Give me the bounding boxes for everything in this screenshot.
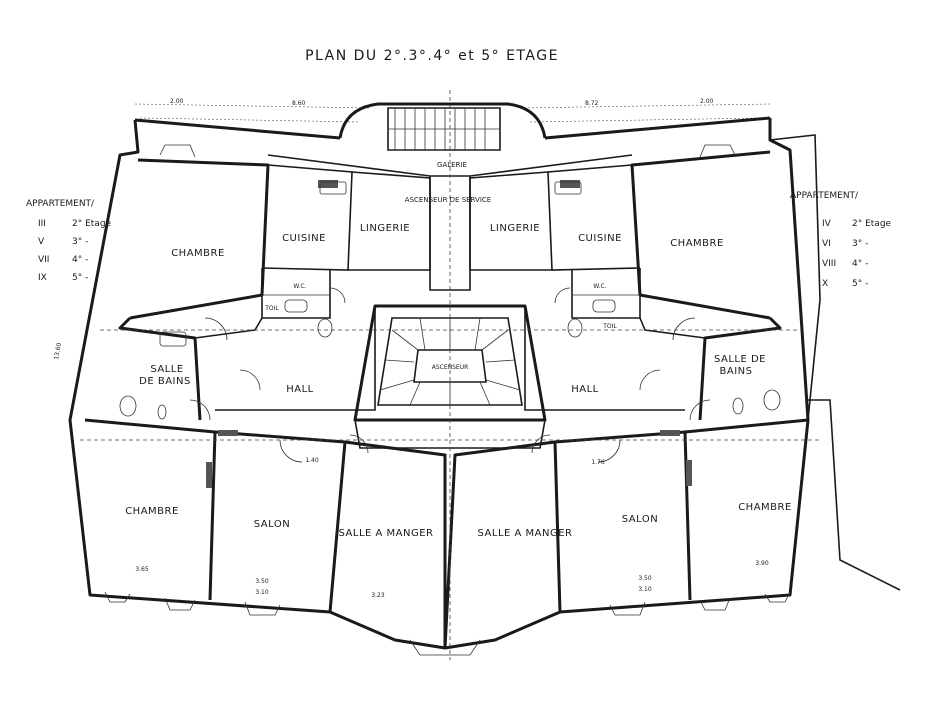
dim-sam-left-w: 3.23: [371, 592, 385, 599]
dim-hall-left-w: 1.40: [305, 457, 319, 464]
right-legend-num-1: IV: [822, 219, 832, 229]
dim-left-height: 13.60: [53, 342, 63, 360]
galerie-label: GALERIE: [437, 161, 467, 169]
right-toil-label: TOIL: [602, 323, 617, 330]
radiator-hatches: [206, 180, 692, 488]
dim-salon-right-b: 3.10: [638, 586, 652, 593]
left-wc-label: W.C.: [293, 283, 306, 290]
dim-chambre-left-w: 3.65: [135, 566, 149, 573]
right-room-labels: CHAMBRE CUISINE LINGERIE W.C. TOIL SALLE…: [478, 223, 792, 539]
ascenseur-service-label: ASCENSEUR DE SERVICE: [405, 196, 491, 204]
left-apartment-legend: APPARTEMENT/ III 2° Etage V 3° - VII 4° …: [26, 199, 112, 283]
right-legend-floor-1: 2° Etage: [852, 219, 892, 229]
left-legend-num-2: V: [38, 237, 45, 247]
left-hall-label: HALL: [286, 384, 314, 395]
dim-top-left-a: 2.00: [170, 98, 184, 105]
door-swings: [189, 287, 711, 463]
right-chambre-top-label: CHAMBRE: [670, 238, 724, 249]
top-dimension-lines: 2.00 8.60 8.72 2.00: [134, 98, 771, 123]
left-salle-a-manger-label: SALLE A MANGER: [339, 528, 434, 539]
right-legend-num-4: X: [822, 279, 828, 289]
dim-salon-left-a: 3.50: [255, 578, 269, 585]
left-legend-floor-1: 2° Etage: [72, 219, 112, 229]
left-chambre-bottom-label: CHAMBRE: [125, 506, 179, 517]
right-hall-label: HALL: [571, 384, 599, 395]
right-wc-label: W.C.: [593, 283, 606, 290]
facade-windows: [104, 144, 791, 656]
sanitary-fixtures: [119, 181, 781, 420]
left-room-labels: ASCENSEUR DE SERVICE CHAMBRE CUISINE LIN…: [125, 196, 491, 539]
left-legend-floor-2: 3° -: [72, 237, 88, 247]
dim-chambre-right-w: 3.90: [755, 560, 769, 567]
right-legend-num-2: VI: [822, 239, 831, 249]
left-legend-floor-4: 5° -: [72, 273, 88, 283]
dim-top-right-b: 2.00: [700, 98, 714, 105]
right-lingerie-label: LINGERIE: [490, 223, 540, 234]
right-apartment-legend: APPARTEMENT/ IV 2° Etage VI 3° - VIII 4°…: [790, 191, 892, 289]
right-salon-label: SALON: [622, 514, 658, 525]
plan-title: PLAN DU 2°.3°.4° et 5° ETAGE: [305, 48, 559, 64]
dim-salon-left-b: 3.10: [255, 589, 269, 596]
dim-top-left-b: 8.60: [292, 100, 306, 107]
dim-salon-right-a: 3.50: [638, 575, 652, 582]
dim-hall-right-w: 1.76: [591, 459, 605, 466]
left-legend-num-1: III: [38, 219, 46, 229]
right-legend-num-3: VIII: [822, 259, 836, 269]
left-salle-label: SALLE: [150, 364, 183, 375]
right-salle-a-manger-label: SALLE A MANGER: [478, 528, 573, 539]
dimension-labels: 13.60 3.50 3.10 3.50 3.10 3.65 3.90 3.23…: [53, 342, 769, 599]
left-legend-num-4: IX: [38, 273, 47, 283]
right-bains-label: BAINS: [720, 366, 753, 377]
left-legend-heading: APPARTEMENT/: [26, 199, 95, 209]
interior-walls: ASCENSEUR: [80, 90, 820, 660]
left-cuisine-label: CUISINE: [282, 233, 326, 244]
right-chambre-bottom-label: CHAMBRE: [738, 502, 792, 513]
left-chambre-top-label: CHAMBRE: [171, 248, 225, 259]
right-legend-floor-3: 4° -: [852, 259, 868, 269]
left-legend-floor-3: 4° -: [72, 255, 88, 265]
left-legend-num-3: VII: [38, 255, 49, 265]
right-legend-floor-2: 3° -: [852, 239, 868, 249]
dim-top-right-a: 8.72: [585, 100, 599, 107]
left-salon-label: SALON: [254, 519, 290, 530]
right-legend-heading: APPARTEMENT/: [790, 191, 859, 201]
right-cuisine-label: CUISINE: [578, 233, 622, 244]
right-legend-floor-4: 5° -: [852, 279, 868, 289]
left-de-bains-label: DE BAINS: [139, 376, 191, 387]
right-salle-de-label: SALLE DE: [714, 354, 766, 365]
left-toil-label: TOIL: [264, 305, 279, 312]
ascenseur-label: ASCENSEUR: [432, 364, 469, 371]
left-lingerie-label: LINGERIE: [360, 223, 410, 234]
top-stair-bay: GALERIE: [338, 102, 547, 169]
